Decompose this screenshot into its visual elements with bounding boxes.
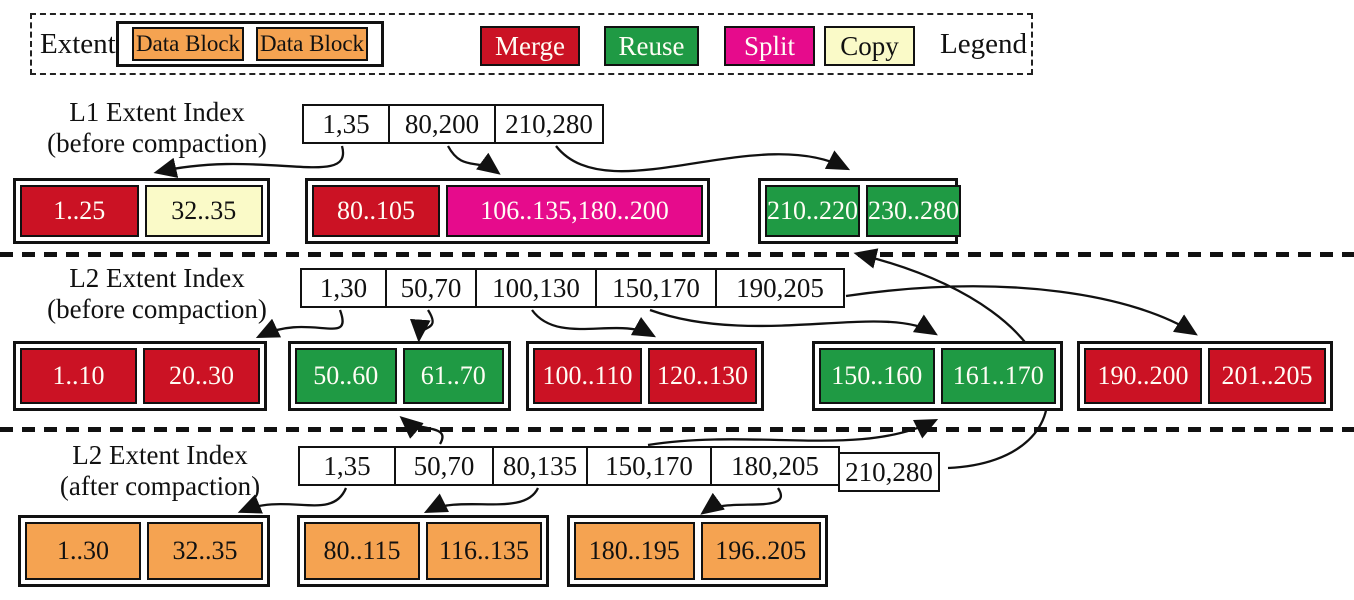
extent-cell: 1..25 [20,185,139,237]
arrow-l2b-entry2 [410,309,434,343]
index-entry: 190,205 [715,268,845,308]
extent-cell: 80..105 [312,185,440,237]
extent-cell: 150..160 [819,348,935,404]
arrow-l2a-entry5 [700,487,782,515]
extent-cell: 50..60 [295,348,397,404]
extent-cell: 161..170 [940,348,1056,404]
legend-data-block-1: Data Block [132,27,244,61]
l2-after-index: 1,35 50,70 80,135 150,170 180,205 210,28… [298,446,940,492]
index-entry: 50,70 [385,268,477,308]
l1-extent-2: 80..105 106..135,180..200 [305,178,710,244]
extent-cell: 116..135 [426,522,542,580]
legend-data-block-2: Data Block [256,27,368,61]
legend-copy-swatch: Copy [824,26,915,66]
l2-before-label: L2 Extent Index (before compaction) [47,263,267,324]
extent-cell: 100..110 [533,348,642,404]
arrow-l2a-entry4-reuse [647,418,939,447]
index-entry: 80,200 [388,104,496,144]
l2-after-label: L2 Extent Index (after compaction) [59,440,261,501]
index-entry: 150,170 [586,446,712,486]
extent-cell: 61..70 [402,348,504,404]
arrow-l1-entry2 [446,145,501,175]
extent-cell: 1..30 [25,522,141,580]
l1-extent-1: 1..25 32..35 [13,178,270,244]
l1-extent-3: 210..220 230..280 [758,178,961,244]
l2-after-extent-2: 80..115 116..135 [297,515,549,587]
l2-before-extent-3: 100..110 120..130 [526,341,764,411]
index-entry: 80,135 [492,446,588,486]
l2-before-extent-5: 190..200 201..205 [1077,341,1333,411]
extent-cell: 120..130 [648,348,757,404]
index-entry: 1,35 [302,104,390,144]
l2-after-extent-1: 1..30 32..35 [18,515,270,587]
extent-cell: 80..115 [304,522,420,580]
index-entry: 210,280 [838,452,940,492]
l2-before-extent-1: 1..10 20..30 [13,341,267,411]
index-entry: 50,70 [394,446,494,486]
l2-before-extent-2: 50..60 61..70 [288,341,511,411]
index-entry: 180,205 [710,446,840,486]
extent-cell: 230..280 [866,185,961,237]
extent-cell: 20..30 [143,348,260,404]
index-entry: 100,130 [475,268,597,308]
extent-cell: 210..220 [765,185,860,237]
extent-cell: 106..135,180..200 [446,185,703,237]
l1-before-label: L1 Extent Index (before compaction) [47,97,267,158]
legend-extent-label: Extent [40,28,116,60]
divider-2 [0,427,1354,432]
extent-cell: 196..205 [700,522,821,580]
index-entry: 150,170 [595,268,717,308]
extent-cell: 190..200 [1084,348,1202,404]
extent-cell: 180..195 [574,522,695,580]
l2-after-extent-3: 180..195 196..205 [567,515,828,587]
index-entry: 1,30 [300,268,387,308]
l1-index: 1,35 80,200 210,280 [302,104,604,144]
arrow-l2b-entry5 [845,285,1198,336]
extent-cell: 1..10 [20,348,137,404]
legend-split-swatch: Split [724,26,815,66]
l2-before-index: 1,30 50,70 100,130 150,170 190,205 [300,268,845,308]
legend-box: Extent Data Block Data Block Merge Reuse… [30,13,1033,75]
arrow-l2b-entry3 [531,309,657,338]
legend-merge-swatch: Merge [480,26,580,66]
divider-1 [0,252,1354,257]
index-entry: 210,280 [494,104,604,144]
extent-cell: 201..205 [1208,348,1326,404]
extent-cell: 32..35 [147,522,263,580]
index-entry: 1,35 [298,446,396,486]
l2-before-extent-4: 150..160 161..170 [812,341,1063,411]
arrow-l2b-entry4 [649,308,938,336]
legend-sample-extent: Data Block Data Block [116,21,384,67]
arrow-l1-entry3 [555,145,851,173]
legend-title: Legend [940,28,1027,60]
arrow-l2a-entry3 [423,487,540,514]
extent-cell: 32..35 [144,185,263,237]
legend-reuse-swatch: Reuse [604,26,699,66]
